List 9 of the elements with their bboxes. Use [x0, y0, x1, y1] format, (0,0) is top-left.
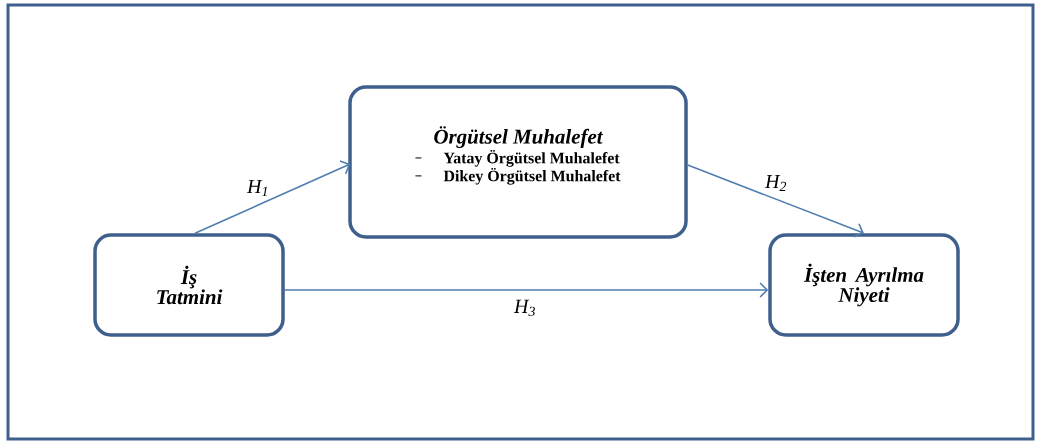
arrow	[686, 164, 864, 238]
edge-label: H$_{1}$	[246, 178, 270, 198]
process-box: İşten Ayrılma Niyeti	[768, 233, 960, 337]
process-box: İş Tatmini	[93, 233, 285, 337]
arrow	[283, 282, 769, 298]
arrow	[194, 160, 351, 235]
edge-label: H$_{2}$	[764, 173, 788, 193]
process-box: Örgütsel Muhalefet Yatay Örgütsel Muhalefet Dikey Örgütsel Muhalefet	[348, 85, 688, 239]
edge-label: H$_{3}$	[513, 298, 537, 318]
